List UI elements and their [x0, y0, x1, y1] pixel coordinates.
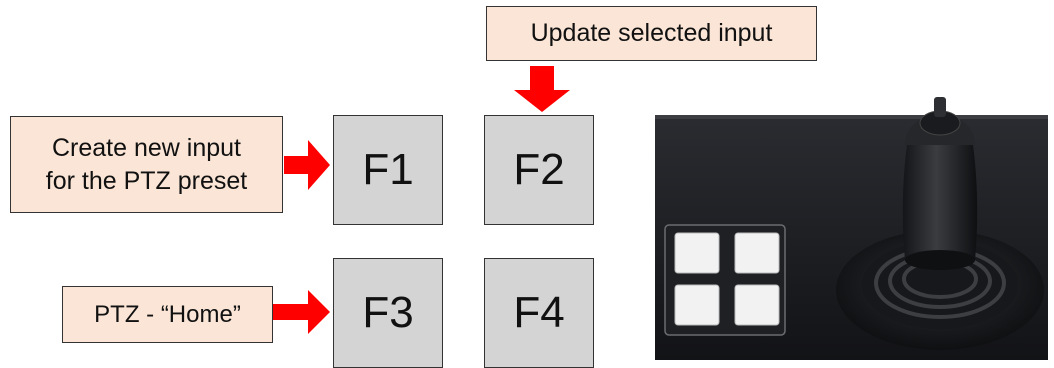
create-new-input-callout: Create new input for the PTZ preset	[10, 116, 283, 213]
f1-key-label: F1	[362, 145, 414, 194]
create-new-input-line2: for the PTZ preset	[45, 166, 248, 195]
down-arrow	[514, 66, 570, 112]
ptz-home-callout: PTZ - “Home”	[62, 286, 273, 343]
f1-key: F1	[333, 115, 443, 225]
create-new-input-line1: Create new input	[51, 134, 241, 162]
f3-key: F3	[333, 258, 443, 368]
f4-key: F4	[484, 258, 594, 368]
f4-key-label: F4	[513, 288, 565, 337]
ptz-home-label: PTZ - “Home”	[94, 300, 241, 328]
update-selected-input-label: Update selected input	[530, 19, 773, 47]
create-new-input-label: Create new input for the PTZ preset	[46, 132, 247, 197]
right-arrow-f1	[284, 140, 330, 190]
right-arrow-f3	[273, 290, 330, 334]
update-selected-input-callout: Update selected input	[486, 6, 817, 61]
f3-key-label: F3	[362, 288, 414, 337]
f2-key: F2	[484, 115, 594, 225]
f2-key-label: F2	[513, 145, 565, 194]
joystick-controller-photo	[655, 97, 1048, 360]
